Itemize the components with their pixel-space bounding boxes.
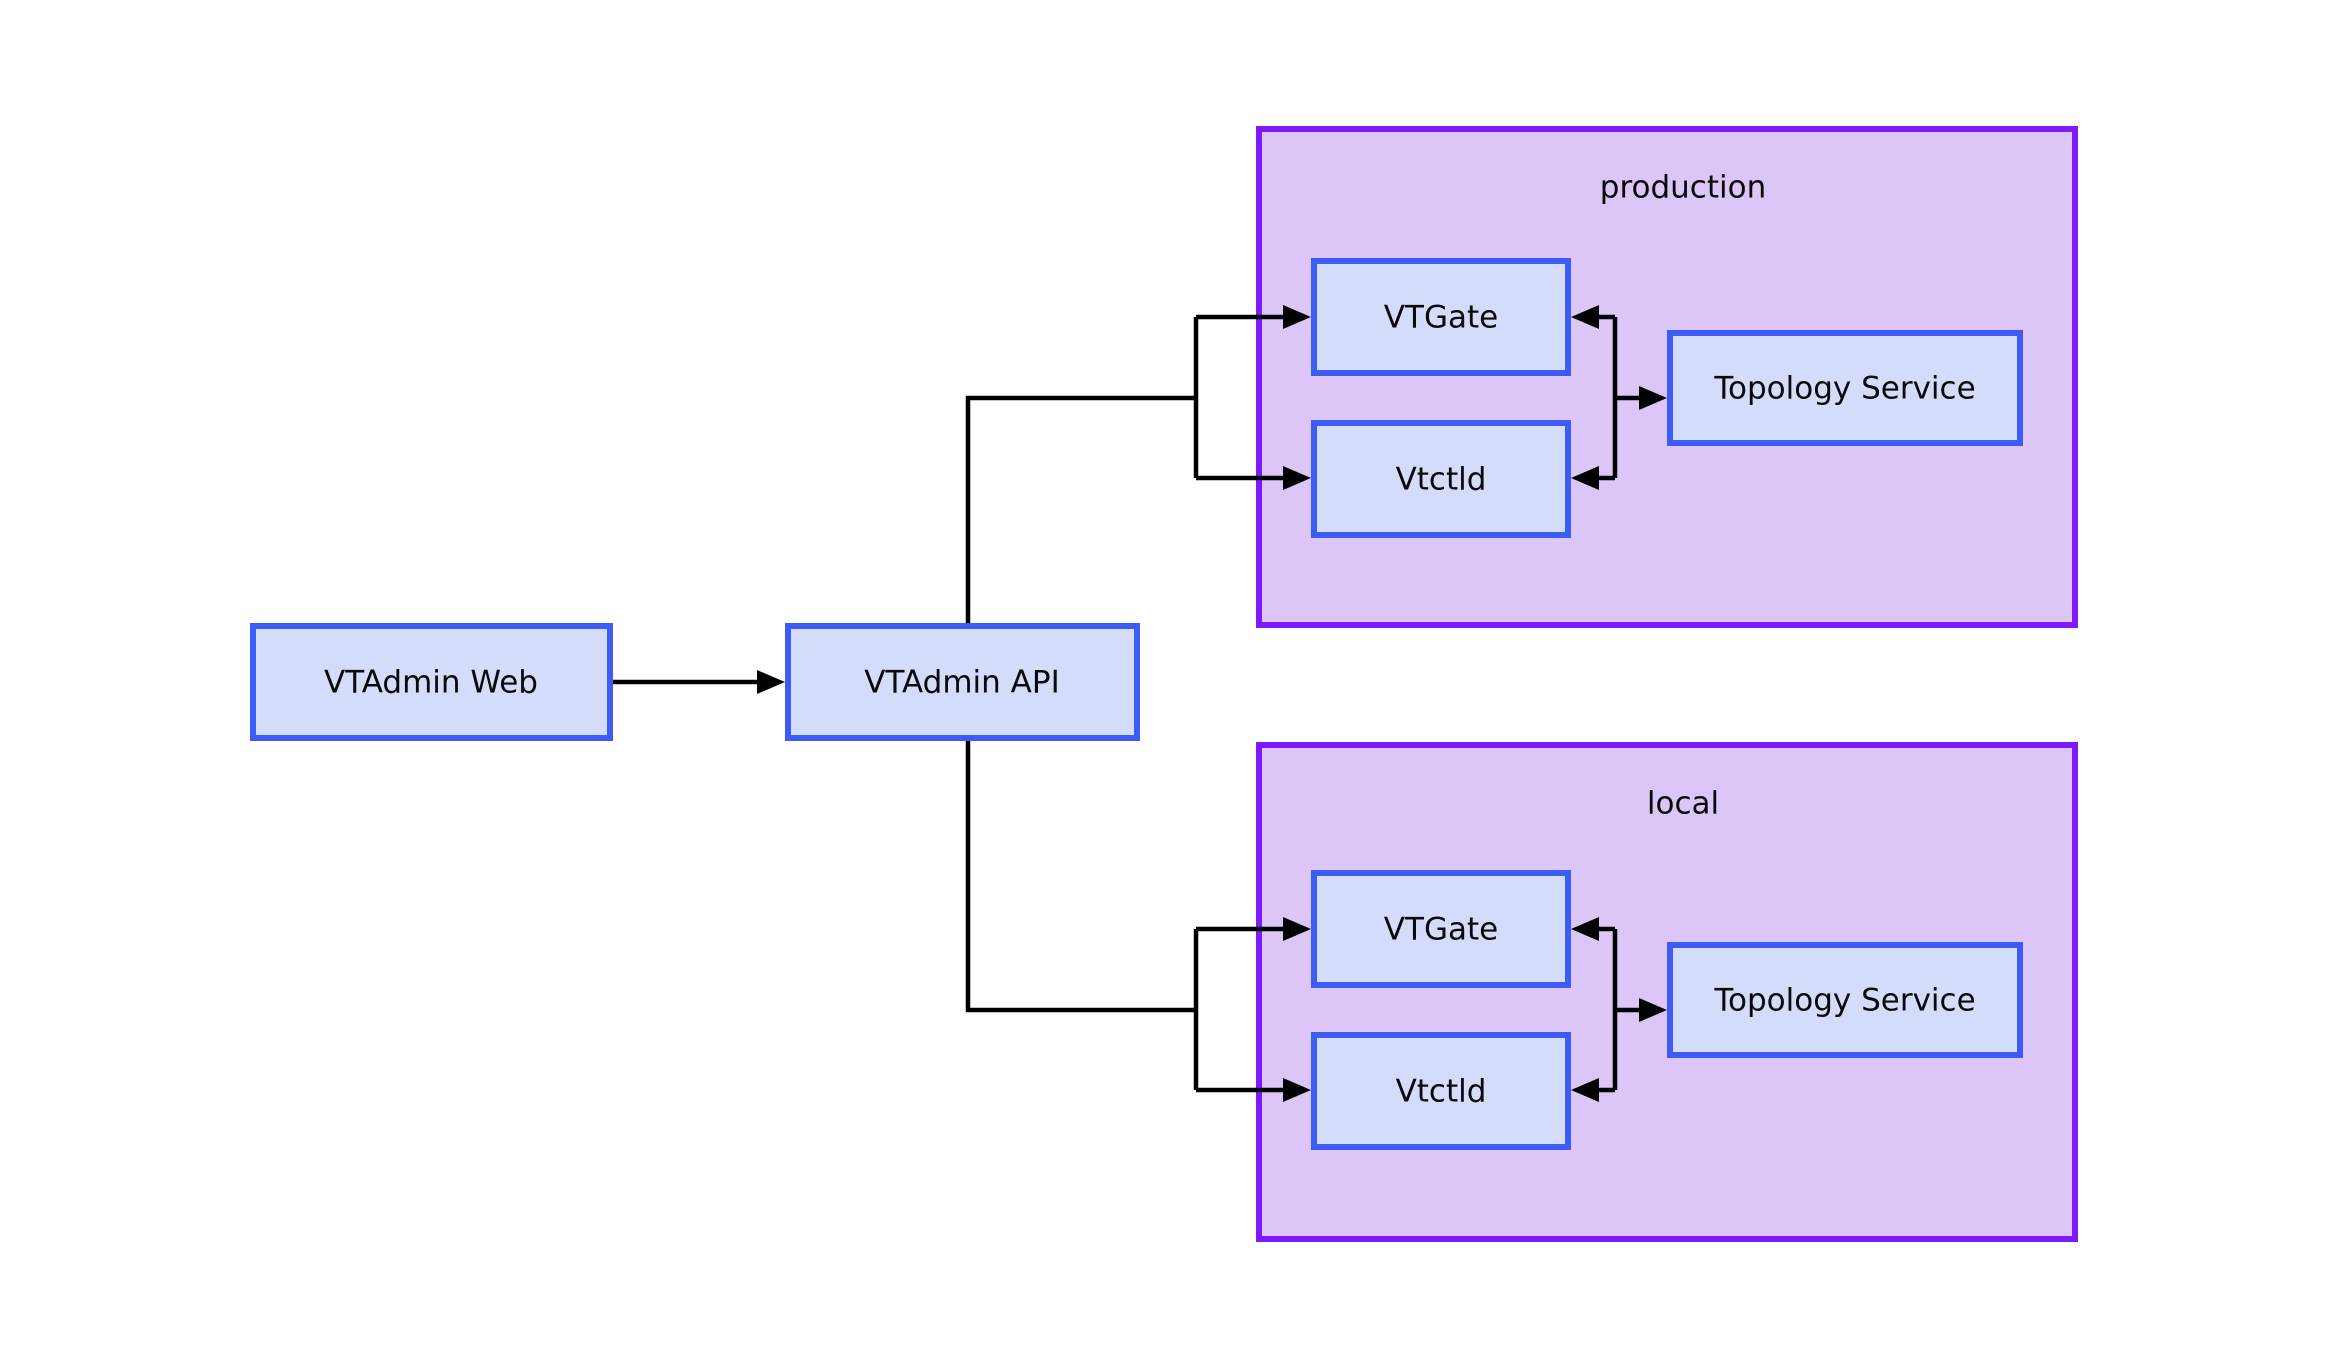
node-vtadmin-web-box[interactable] <box>250 623 613 741</box>
cluster-local-label: local <box>1647 786 1719 822</box>
node-production-vtgate-label: VTGate <box>1384 300 1498 336</box>
edge-api-to-local-trunk <box>965 741 1196 1013</box>
node-production-topology-service-box[interactable] <box>1667 330 2023 446</box>
node-local-topology-service-box[interactable] <box>1667 942 2023 1058</box>
node-local-vtctld[interactable]: Vtctld <box>1311 1032 1571 1150</box>
edge-production-bus-to-topo-arrowhead <box>1639 386 1667 410</box>
node-local-vtgate[interactable]: VTGate <box>1311 870 1571 988</box>
node-vtadmin-api-box[interactable] <box>785 623 1140 741</box>
edge-api-to-production-vtgate-arrowhead <box>1283 305 1311 329</box>
edge-api-to-production-vtctld-arrowhead <box>1283 466 1311 490</box>
node-vtadmin-web[interactable]: VTAdmin Web <box>250 623 613 741</box>
node-production-vtctld-label: Vtctld <box>1396 462 1487 498</box>
node-local-topology-service-label: Topology Service <box>1713 983 1975 1019</box>
edge-production-topology-bus <box>1571 305 1667 490</box>
node-local-vtctld-box[interactable] <box>1311 1032 1571 1150</box>
node-local-vtgate-box[interactable] <box>1311 870 1571 988</box>
edge-api-to-local-vtgate-arrowhead <box>1283 917 1311 941</box>
node-production-vtgate[interactable]: VTGate <box>1311 258 1571 376</box>
node-local-vtctld-label: Vtctld <box>1396 1074 1487 1110</box>
edge-local-topo-to-vtgate-arrowhead <box>1571 917 1599 941</box>
edge-api-to-local-vtctld-arrowhead <box>1283 1078 1311 1102</box>
edge-web-to-api-arrowhead <box>757 670 785 694</box>
node-vtadmin-web-label: VTAdmin Web <box>324 665 538 701</box>
node-production-topology-service-label: Topology Service <box>1713 371 1975 407</box>
edge-web-to-api <box>610 670 785 694</box>
node-vtadmin-api[interactable]: VTAdmin API <box>785 623 1140 741</box>
node-production-topology-service[interactable]: Topology Service <box>1667 330 2023 446</box>
node-production-vtgate-box[interactable] <box>1311 258 1571 376</box>
node-local-topology-service[interactable]: Topology Service <box>1667 942 2023 1058</box>
node-local-vtgate-label: VTGate <box>1384 912 1498 948</box>
node-vtadmin-api-label: VTAdmin API <box>864 665 1059 701</box>
edge-local-topo-to-vtctld-arrowhead <box>1571 1078 1599 1102</box>
node-production-vtctld[interactable]: Vtctld <box>1311 420 1571 538</box>
edge-api-to-production-trunk <box>965 395 1196 623</box>
edge-production-topo-to-vtctld-arrowhead <box>1571 466 1599 490</box>
edge-production-topo-to-vtgate-arrowhead <box>1571 305 1599 329</box>
edge-api-to-local <box>965 741 1311 1102</box>
cluster-production-label: production <box>1600 170 1766 206</box>
node-production-vtctld-box[interactable] <box>1311 420 1571 538</box>
edge-local-bus-to-topo-arrowhead <box>1639 998 1667 1022</box>
edge-api-to-production <box>965 305 1311 623</box>
edge-local-topology-bus <box>1571 917 1667 1102</box>
